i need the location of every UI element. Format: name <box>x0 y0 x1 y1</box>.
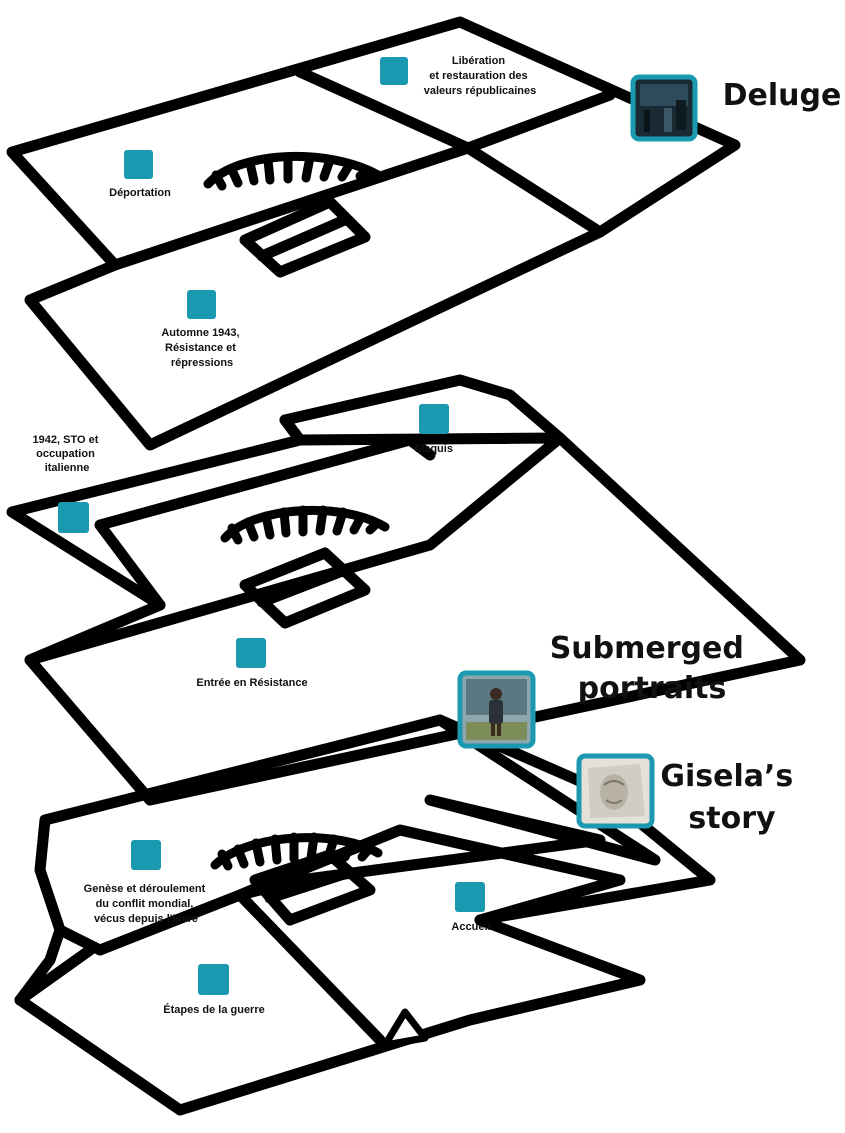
floor-top <box>6 16 741 451</box>
submerged-portraits-thumbnail[interactable] <box>457 670 536 749</box>
giselas-story-callout: Gisela’s story <box>660 759 803 836</box>
room-deportation[interactable]: Déportation <box>109 150 171 199</box>
accueil-marker-icon <box>455 882 485 912</box>
floor-middle <box>6 374 806 806</box>
room-maquis[interactable]: Maquis <box>415 404 453 455</box>
top-stairs <box>239 196 371 278</box>
maquis-label: Maquis <box>415 443 453 455</box>
liberation-label: Libération et restauration des valeurs r… <box>424 55 537 97</box>
etapes-marker-icon <box>198 964 229 995</box>
bottom-long-gallery <box>434 714 716 926</box>
entrance-triangle-icon <box>381 1008 429 1049</box>
floor-bottom <box>14 714 716 1116</box>
automne-marker-icon <box>187 290 216 319</box>
sto-label: 1942, STO et occupation italienne <box>33 434 102 474</box>
room-sto[interactable]: 1942, STO et occupation italienne <box>33 434 102 533</box>
etapes-label: Étapes de la guerre <box>163 1003 265 1016</box>
deportation-marker-icon <box>124 150 153 179</box>
bottom-auditorium-fan <box>210 832 383 871</box>
automne-label: Automne 1943, Résistance et répressions <box>161 327 242 369</box>
middle-stairs <box>239 547 371 629</box>
liberation-marker-icon <box>380 57 408 85</box>
deluge-thumbnail[interactable] <box>630 74 698 142</box>
room-accueil[interactable]: Accueil <box>451 882 491 933</box>
bottom-inner-walls <box>14 859 386 1046</box>
room-automne-1943[interactable]: Automne 1943, Résistance et répressions <box>161 290 242 369</box>
middle-inner-walls <box>24 414 566 666</box>
entree-marker-icon <box>236 638 266 668</box>
deluge-callout: Deluge <box>723 78 842 113</box>
submerged-portraits-callout: Submerged portraits <box>550 631 755 706</box>
middle-auditorium-fan <box>220 505 390 545</box>
top-inner-walls <box>109 66 616 271</box>
genese-marker-icon <box>131 840 161 870</box>
room-liberation[interactable]: Libération et restauration des valeurs r… <box>380 55 536 97</box>
sto-marker-icon <box>58 502 89 533</box>
room-entree-en-resistance[interactable]: Entrée en Résistance <box>196 638 308 689</box>
top-outline <box>6 16 741 451</box>
room-genese[interactable]: Genèse et déroulement du conflit mondial… <box>84 840 209 925</box>
top-auditorium-fan <box>203 152 383 191</box>
deportation-label: Déportation <box>109 187 171 199</box>
genese-label: Genèse et déroulement du conflit mondial… <box>84 883 209 925</box>
room-etapes-de-la-guerre[interactable]: Étapes de la guerre <box>163 964 265 1016</box>
accueil-label: Accueil <box>451 921 490 933</box>
bottom-stairs <box>249 849 376 926</box>
maquis-marker-icon <box>419 404 449 434</box>
giselas-story-thumbnail[interactable] <box>576 753 655 829</box>
entree-label: Entrée en Résistance <box>196 677 307 689</box>
